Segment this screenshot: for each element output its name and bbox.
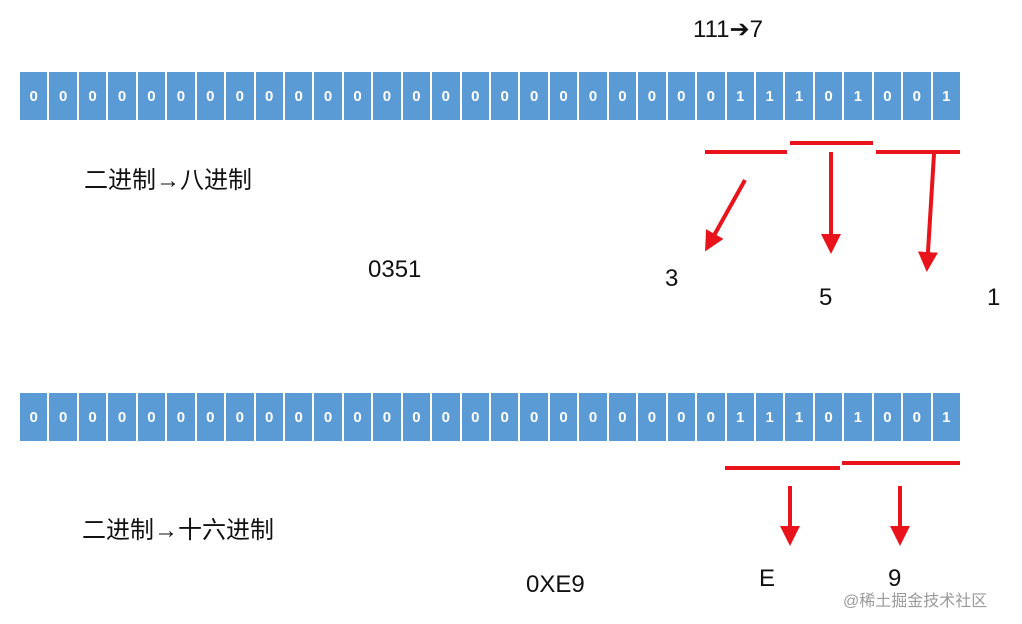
hex-bit-cell: 1 bbox=[755, 393, 786, 441]
octal-bit-cell: 0 bbox=[196, 72, 227, 120]
hex-bit-cell: 1 bbox=[932, 393, 960, 441]
octal-bit-cell: 0 bbox=[78, 72, 109, 120]
octal-bit-cell: 0 bbox=[373, 72, 403, 120]
hex-bit-cell: 0 bbox=[108, 393, 138, 441]
octal-bit-cell: 0 bbox=[579, 72, 609, 120]
octal-bit-cell: 0 bbox=[137, 72, 168, 120]
hex-bit-cell: 0 bbox=[196, 393, 227, 441]
octal-bit-cell: 0 bbox=[314, 72, 344, 120]
octal-conversion-title: 二进制→八进制 bbox=[84, 167, 252, 194]
hex-bit-cell: 0 bbox=[343, 393, 374, 441]
hex-bit-cell: 0 bbox=[697, 393, 727, 441]
hex-bit-cell: 0 bbox=[314, 393, 344, 441]
octal-digit-1: 3 bbox=[665, 265, 679, 292]
octal-digit-3: 1 bbox=[987, 284, 1001, 311]
hex-bit-cell: 0 bbox=[137, 393, 168, 441]
hex-bit-cell: 0 bbox=[226, 393, 256, 441]
octal-bit-cell: 0 bbox=[402, 72, 433, 120]
hex-conversion-title: 二进制→十六进制 bbox=[82, 517, 274, 544]
hex-bit-cell: 0 bbox=[402, 393, 433, 441]
octal-bit-cell: 0 bbox=[873, 72, 904, 120]
hex-bit-cell: 1 bbox=[785, 393, 815, 441]
hex-bit-cell: 0 bbox=[549, 393, 580, 441]
watermark: @稀土掘金技术社区 bbox=[843, 593, 988, 610]
octal-bit-cell: 0 bbox=[697, 72, 727, 120]
octal-bit-cell: 0 bbox=[638, 72, 668, 120]
hex-bit-cell: 0 bbox=[814, 393, 845, 441]
hex-bit-cell: 1 bbox=[726, 393, 756, 441]
hex-bit-cell: 0 bbox=[167, 393, 197, 441]
octal-digit-2: 5 bbox=[819, 284, 833, 311]
hex-result: 0XE9 bbox=[526, 571, 585, 598]
octal-bit-cell: 1 bbox=[844, 72, 874, 120]
hex-bit-cell: 0 bbox=[20, 393, 50, 441]
octal-bit-cell: 0 bbox=[667, 72, 698, 120]
octal-bit-cell: 0 bbox=[491, 72, 521, 120]
hex-bit-cell: 0 bbox=[284, 393, 315, 441]
hex-bit-cell: 0 bbox=[873, 393, 904, 441]
octal-bit-cell: 1 bbox=[785, 72, 815, 120]
hex-bit-cell: 0 bbox=[461, 393, 491, 441]
octal-bit-cell: 0 bbox=[432, 72, 462, 120]
octal-bit-cell: 0 bbox=[549, 72, 580, 120]
octal-bit-cell: 0 bbox=[108, 72, 138, 120]
octal-bit-cell: 1 bbox=[726, 72, 756, 120]
octal-bit-cell: 0 bbox=[814, 72, 845, 120]
hex-bit-cell: 0 bbox=[667, 393, 698, 441]
hex-bit-cell: 0 bbox=[520, 393, 550, 441]
hex-bit-cell: 0 bbox=[255, 393, 285, 441]
hex-digit-2: 9 bbox=[888, 565, 902, 592]
octal-bit-cell: 0 bbox=[520, 72, 550, 120]
octal-bit-cell: 0 bbox=[461, 72, 491, 120]
octal-bit-cell: 0 bbox=[343, 72, 374, 120]
octal-bit-cell: 1 bbox=[932, 72, 960, 120]
octal-bit-cell: 0 bbox=[608, 72, 639, 120]
octal-arrow-3 bbox=[917, 153, 938, 272]
hex-bit-cell: 0 bbox=[579, 393, 609, 441]
octal-bit-cell: 0 bbox=[255, 72, 285, 120]
octal-bit-cell: 0 bbox=[167, 72, 197, 120]
octal-bit-cell: 0 bbox=[903, 72, 933, 120]
hex-bit-cell: 0 bbox=[49, 393, 79, 441]
hex-bit-cell: 0 bbox=[608, 393, 639, 441]
octal-result: 0351 bbox=[368, 256, 422, 283]
octal-bit-cell: 0 bbox=[284, 72, 315, 120]
octal-arrow-1 bbox=[705, 179, 747, 252]
hex-bit-cell: 0 bbox=[373, 393, 403, 441]
hex-bit-cell: 0 bbox=[432, 393, 462, 441]
hex-bit-cell: 0 bbox=[78, 393, 109, 441]
octal-bit-cell: 0 bbox=[20, 72, 50, 120]
header-example: 111➔7 bbox=[693, 16, 763, 43]
octal-bit-cell: 1 bbox=[755, 72, 786, 120]
hex-digit-1: E bbox=[759, 565, 776, 592]
octal-bit-cell: 0 bbox=[226, 72, 256, 120]
octal-bit-cell: 0 bbox=[49, 72, 79, 120]
hex-bit-cell: 0 bbox=[903, 393, 933, 441]
hex-bit-cell: 0 bbox=[638, 393, 668, 441]
hex-bit-cell: 0 bbox=[491, 393, 521, 441]
hex-bit-cell: 1 bbox=[844, 393, 874, 441]
